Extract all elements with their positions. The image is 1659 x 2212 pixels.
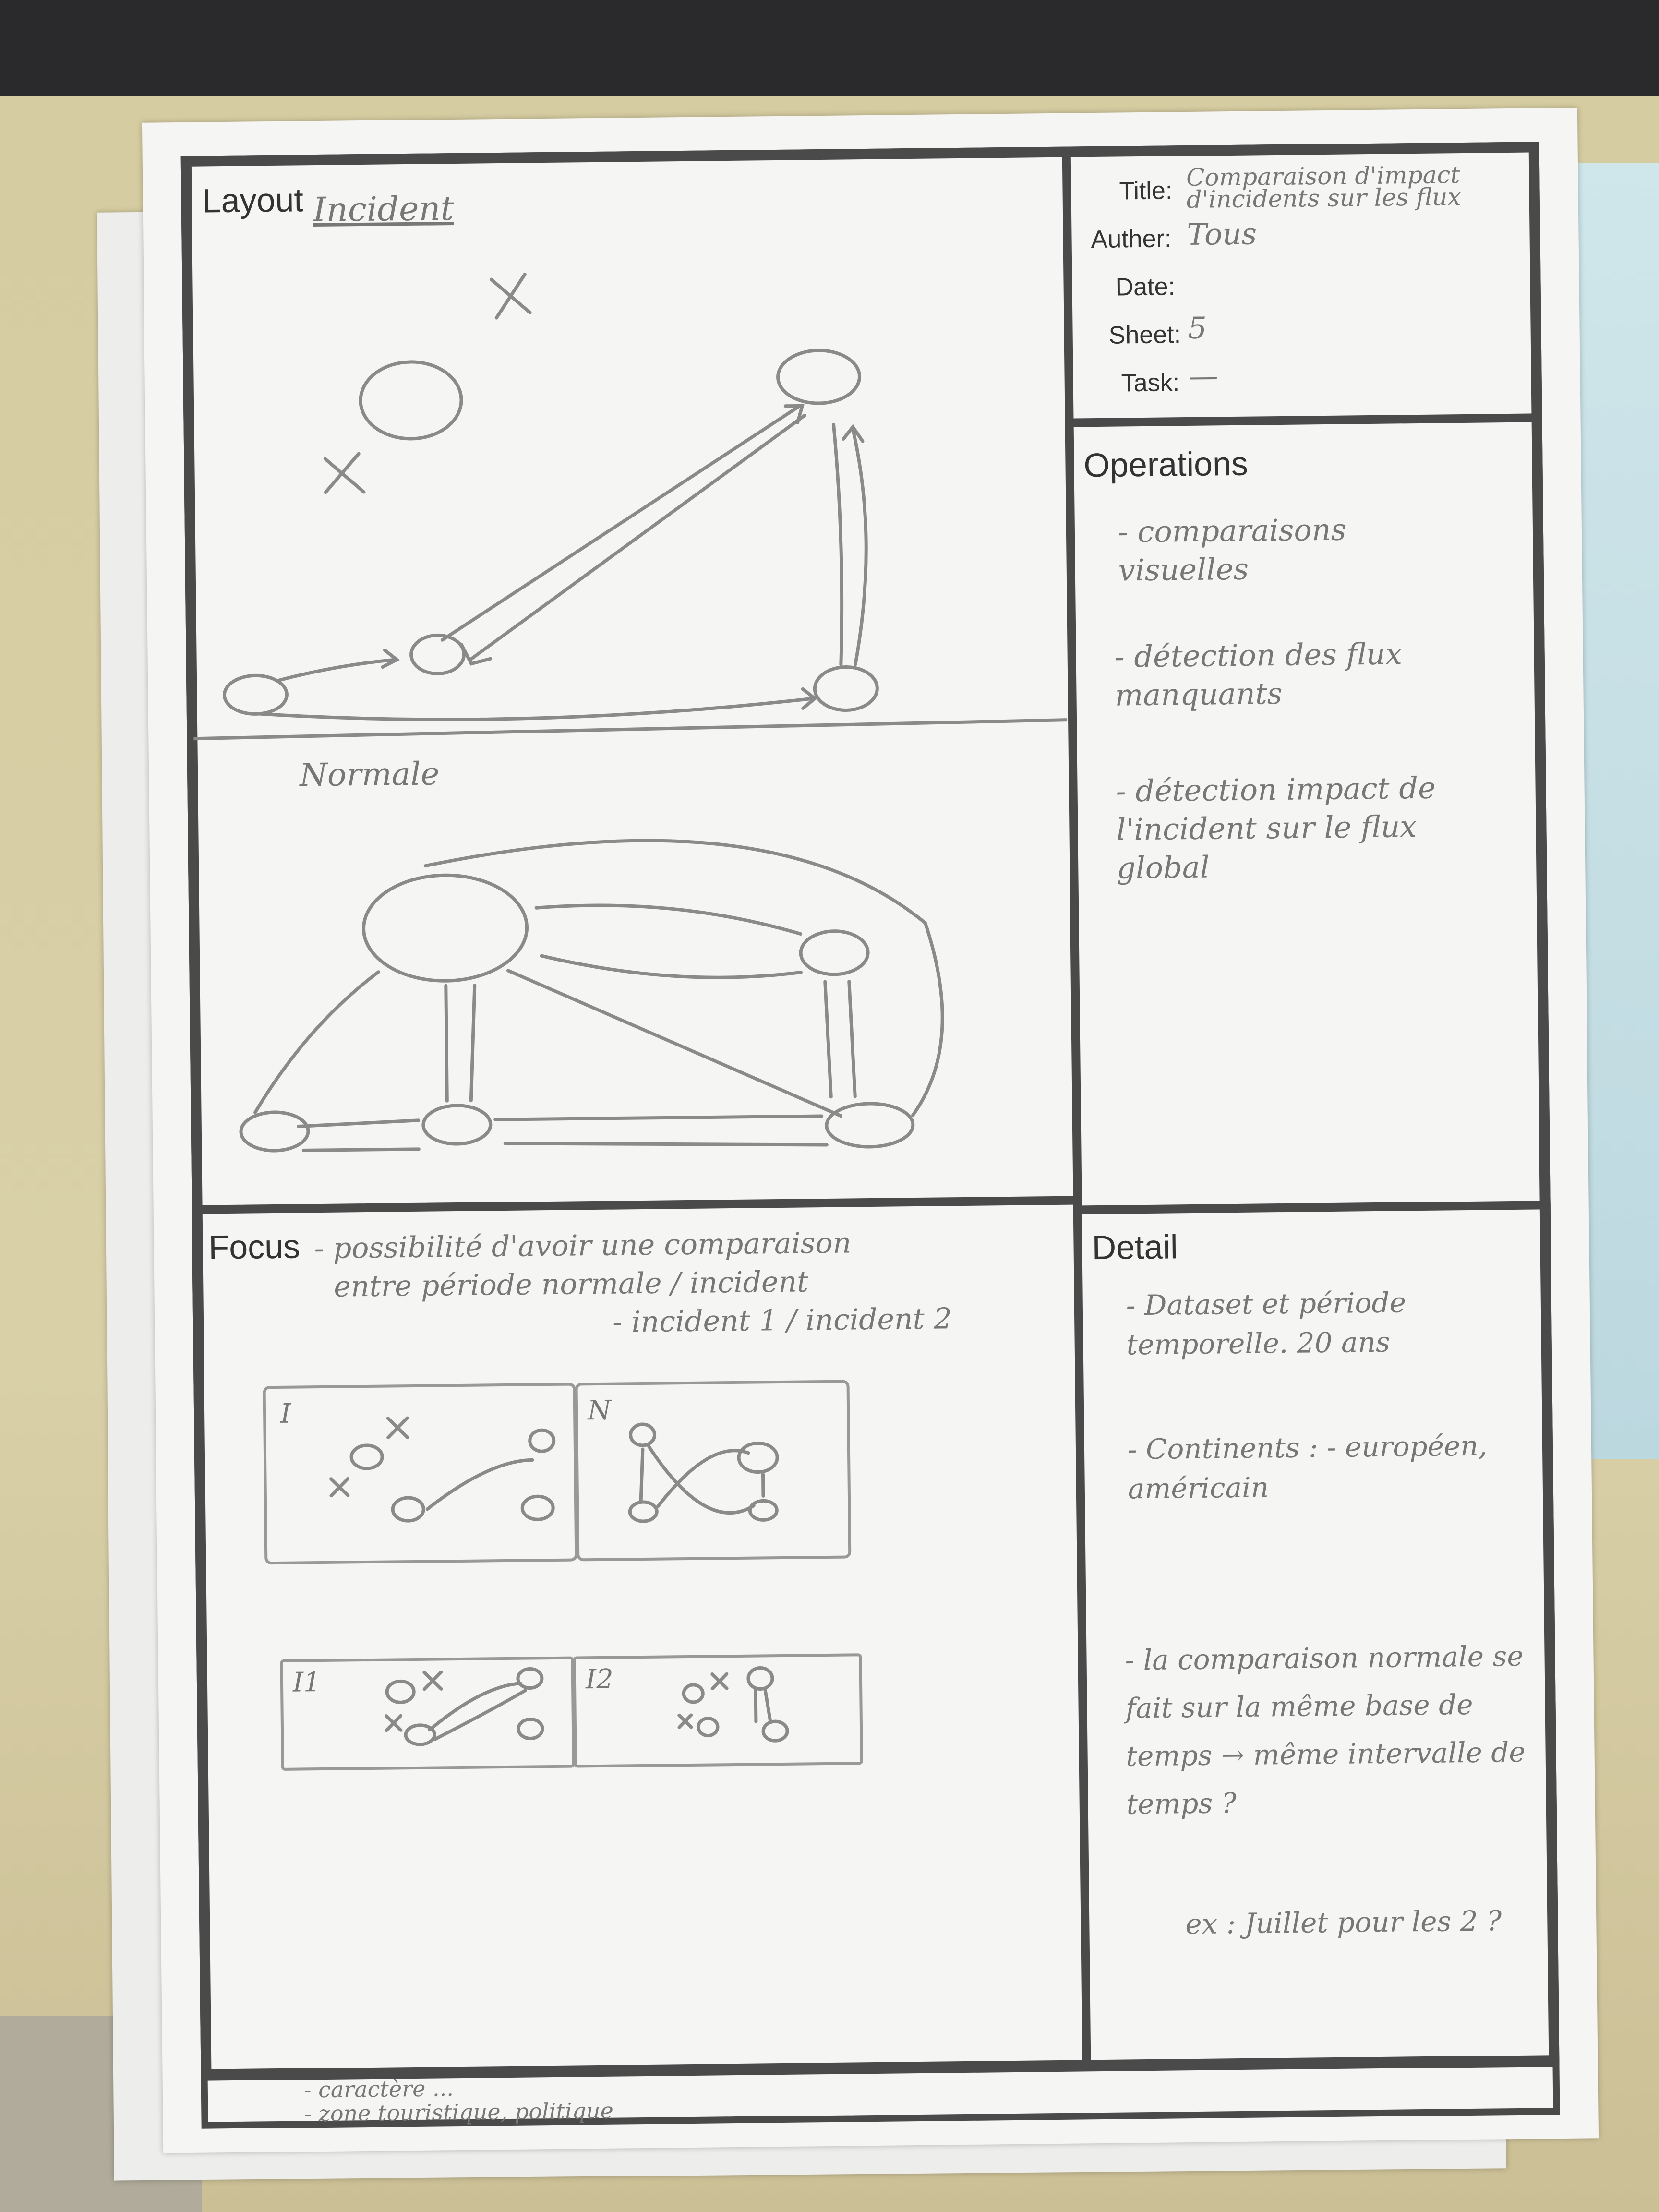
sketch-sheet: Layout Incident Normale: [142, 108, 1599, 2153]
title-label: Title:: [1119, 177, 1173, 205]
operations-item-3: - détection impact de l'incident sur le …: [1116, 770, 1436, 886]
edge-normal-da: [469, 984, 477, 1103]
sheet-value: 5: [1188, 310, 1207, 346]
edge-normal-ad: [444, 984, 449, 1103]
footer-note-1: - caractère ...: [303, 2075, 454, 2103]
cross-mark-1: [489, 272, 532, 320]
node-normal-c: [239, 1110, 310, 1153]
edge-normal-de: [493, 1114, 824, 1121]
edge-normal-cd: [301, 1147, 421, 1152]
layout-panel: Layout Incident Normale: [180, 146, 1080, 1212]
edge-normal-ed: [503, 1142, 829, 1147]
detail-item-4: ex : Juillet pour les 2 ?: [1185, 1904, 1502, 1941]
node-incident-c: [409, 633, 466, 675]
node-incident-a: [359, 360, 463, 441]
node-incident-b: [776, 349, 862, 405]
detail-label: Detail: [1092, 1228, 1178, 1267]
sheet-label: Sheet:: [1108, 321, 1181, 349]
detail-panel: Detail - Dataset et période temporelle. …: [1075, 1202, 1560, 2067]
node-normal-a: [362, 873, 529, 983]
focus-sketch: [329, 1416, 789, 1746]
task-value: —: [1188, 358, 1218, 394]
layout-sketch: [192, 272, 1069, 1153]
edge-normal-ac: [253, 970, 380, 1114]
edge-normal-ab: [534, 903, 803, 936]
node-normal-d: [421, 1104, 493, 1146]
edge-normal-ba: [540, 954, 803, 979]
operations-panel: Operations - comparaisons visuelles - dé…: [1067, 415, 1551, 1213]
node-incident-d: [222, 673, 289, 716]
node-normal-b: [799, 929, 870, 976]
author-value: Tous: [1187, 216, 1257, 252]
meta-panel: Title: Comparaison d'impact d'incidents …: [1064, 142, 1542, 425]
edge-normal-arc: [423, 839, 944, 1117]
edge-normal-dc: [297, 1118, 421, 1128]
divider-line: [192, 718, 1069, 741]
detail-item-3: - la comparaison normale se fait sur la …: [1125, 1639, 1526, 1821]
edge-normal-ae: [506, 969, 843, 1118]
node-incident-e: [813, 665, 879, 712]
footer-note-2: - zone touristique, politique: [304, 2097, 614, 2127]
operations-item-1: - comparaisons visuelles: [1118, 512, 1346, 588]
node-normal-e: [825, 1102, 915, 1149]
edge-b-e: [832, 423, 844, 667]
operations-label: Operations: [1083, 445, 1249, 484]
edge-d-e: [259, 687, 818, 721]
detail-item-1: - Dataset et période temporelle. 20 ans: [1126, 1286, 1407, 1361]
title-value: Comparaison d'impact d'incidents sur les…: [1186, 161, 1461, 214]
author-label: Auther:: [1091, 225, 1172, 254]
edge-c-b: [440, 404, 805, 642]
cross-mark-2: [323, 452, 366, 494]
focus-panel: Focus - possibilité d'avoir une comparai…: [192, 1198, 1089, 2076]
date-label: Date:: [1115, 273, 1176, 301]
task-label: Task:: [1121, 369, 1180, 397]
edge-normal-be: [823, 980, 833, 1099]
edge-b-c: [459, 413, 806, 666]
detail-item-2: - Continents : - européen, américain: [1127, 1429, 1488, 1505]
edge-e-b: [842, 424, 868, 666]
operations-item-2: - détection des flux manquants: [1114, 636, 1403, 713]
edge-normal-eb: [847, 979, 857, 1098]
edge-d-c: [277, 649, 400, 682]
